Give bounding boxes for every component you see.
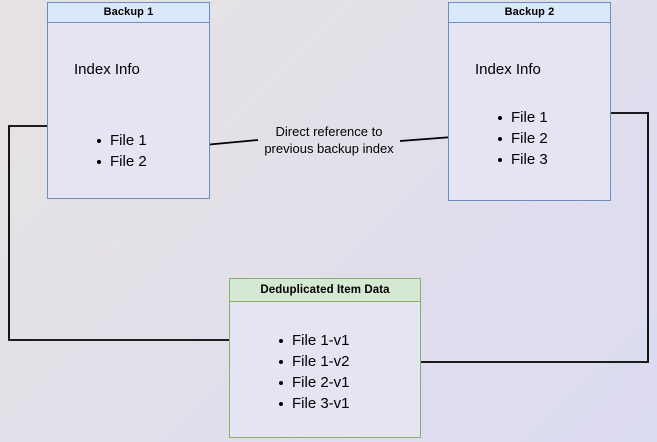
backup-2-file-item: File 3 xyxy=(497,149,548,170)
backup-2-body: Index Info File 1 File 2 File 3 xyxy=(449,23,610,201)
dedup-file-list: File 1-v1 File 1-v2 File 2-v1 File 3-v1 xyxy=(278,330,350,414)
backup-2-title: Backup 2 xyxy=(449,3,610,23)
backup-1-file-list: File 1 File 2 xyxy=(96,130,147,172)
backup-1-file-item: File 1 xyxy=(96,130,147,151)
deduplicated-item-data-title: Deduplicated Item Data xyxy=(230,279,420,302)
backup-1-title: Backup 1 xyxy=(48,3,209,23)
dedup-file-item: File 2-v1 xyxy=(278,372,350,393)
backup-1-index-info-label: Index Info xyxy=(74,61,140,78)
backup-2-box[interactable]: Backup 2 Index Info File 1 File 2 File 3 xyxy=(448,2,611,201)
deduplicated-item-data-box[interactable]: Deduplicated Item Data File 1-v1 File 1-… xyxy=(229,278,421,438)
direct-reference-label: Direct reference to previous backup inde… xyxy=(264,124,394,156)
backup-2-file-item: File 2 xyxy=(497,128,548,149)
dedup-file-item: File 1-v1 xyxy=(278,330,350,351)
backup-2-file-item: File 1 xyxy=(497,107,548,128)
backup-1-file-item: File 2 xyxy=(96,151,147,172)
dedup-file-item: File 1-v2 xyxy=(278,351,350,372)
backup-1-body: Index Info File 1 File 2 xyxy=(48,23,209,199)
backup-2-index-info-label: Index Info xyxy=(475,61,541,78)
dedup-file-item: File 3-v1 xyxy=(278,393,350,414)
connector-backup2-to-dedup xyxy=(379,112,649,366)
backup-2-file-list: File 1 File 2 File 3 xyxy=(497,107,548,170)
backup-1-box[interactable]: Backup 1 Index Info File 1 File 2 xyxy=(47,2,210,199)
deduplicated-item-data-body: File 1-v1 File 1-v2 File 2-v1 File 3-v1 xyxy=(230,302,420,438)
